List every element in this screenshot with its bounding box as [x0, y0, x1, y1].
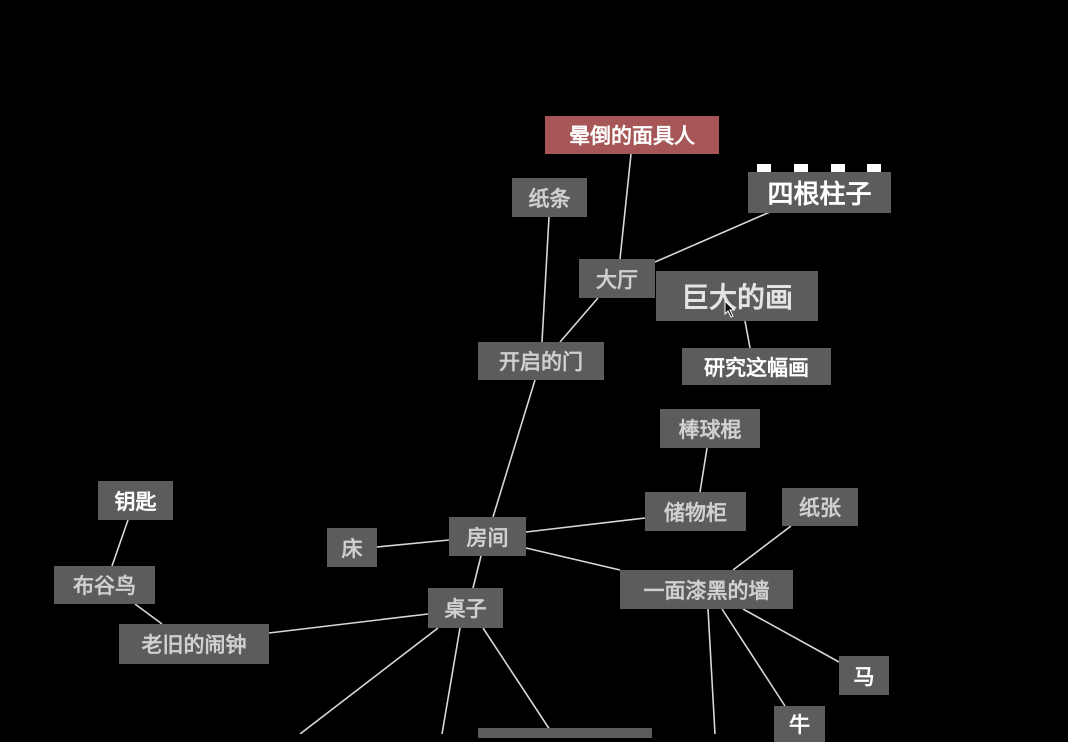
node-room[interactable]: 房间: [449, 517, 526, 556]
edge-painting-study: [744, 320, 751, 349]
node-cuckoo[interactable]: 布谷鸟: [54, 566, 155, 604]
node-study-painting[interactable]: 研究这幅画: [682, 348, 831, 385]
selection-handles: [756, 164, 886, 174]
edge-hall-pillars: [654, 211, 771, 263]
node-old-alarm-clock[interactable]: 老旧的闹钟: [119, 624, 269, 664]
node-note[interactable]: 纸条: [512, 178, 587, 217]
node-baseball-bat[interactable]: 棒球棍: [660, 409, 760, 448]
node-horse[interactable]: 马: [839, 656, 889, 695]
edge-bed-room: [376, 539, 450, 548]
edge-key-cuckoo: [111, 519, 129, 567]
node-huge-painting[interactable]: 巨大的画: [656, 271, 818, 321]
node-hall[interactable]: 大厅: [579, 259, 655, 298]
node-storage-cabinet[interactable]: 储物柜: [645, 492, 746, 531]
node-bed[interactable]: 床: [327, 528, 377, 567]
edge-wall-horse: [742, 608, 840, 663]
edge-hall-mask: [619, 153, 632, 260]
edge-wall-cow: [721, 608, 786, 707]
edge-cuckoo-clock: [134, 603, 163, 625]
edge-desk-down-left: [299, 627, 439, 734]
edge-clock-desk: [268, 613, 429, 634]
node-paper[interactable]: 纸张: [782, 488, 858, 526]
mouse-cursor-icon: [724, 300, 736, 318]
edge-door-room: [492, 379, 536, 518]
edge-room-cabinet: [525, 517, 646, 533]
node-desk[interactable]: 桌子: [428, 588, 503, 628]
edge-wall-down: [707, 608, 716, 734]
edge-room-wall: [525, 547, 621, 571]
node-four-pillars[interactable]: 四根柱子: [748, 172, 891, 213]
node-key[interactable]: 钥匙: [98, 481, 173, 520]
node-black-wall[interactable]: 一面漆黑的墙: [620, 570, 793, 609]
edge-note-door: [541, 216, 550, 343]
edge-desk-down-right: [482, 627, 551, 731]
edge-bat-cabinet: [699, 447, 708, 493]
edge-paper-wall: [732, 525, 792, 571]
node-unconscious-mask[interactable]: 晕倒的面具人: [545, 116, 719, 154]
edge-room-desk: [472, 555, 482, 589]
node-partial-bottom[interactable]: [478, 728, 652, 738]
node-open-door[interactable]: 开启的门: [478, 342, 604, 380]
node-cow[interactable]: 牛: [774, 706, 825, 742]
edge-desk-down: [441, 627, 461, 734]
edge-hall-door: [559, 297, 599, 343]
